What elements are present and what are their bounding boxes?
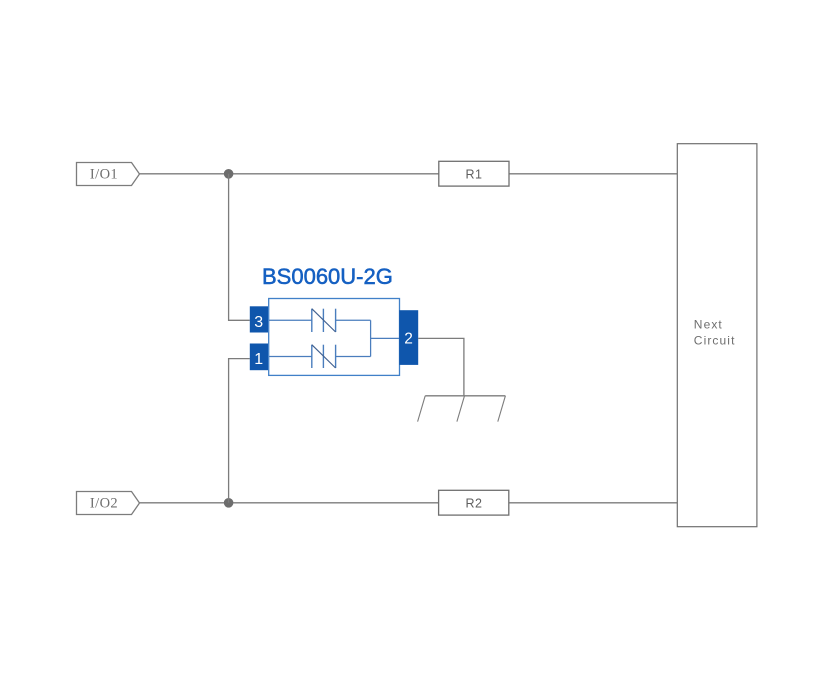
svg-text:Next: Next — [694, 318, 723, 332]
svg-text:2: 2 — [404, 331, 413, 348]
svg-text:BS0060U-2G: BS0060U-2G — [262, 264, 393, 289]
svg-text:3: 3 — [254, 314, 263, 331]
svg-text:1: 1 — [254, 351, 263, 368]
svg-text:R2: R2 — [466, 496, 483, 510]
svg-text:I/O1: I/O1 — [90, 167, 118, 183]
svg-text:Circuit: Circuit — [694, 333, 736, 347]
svg-text:R1: R1 — [466, 167, 483, 181]
svg-text:I/O2: I/O2 — [90, 496, 118, 512]
